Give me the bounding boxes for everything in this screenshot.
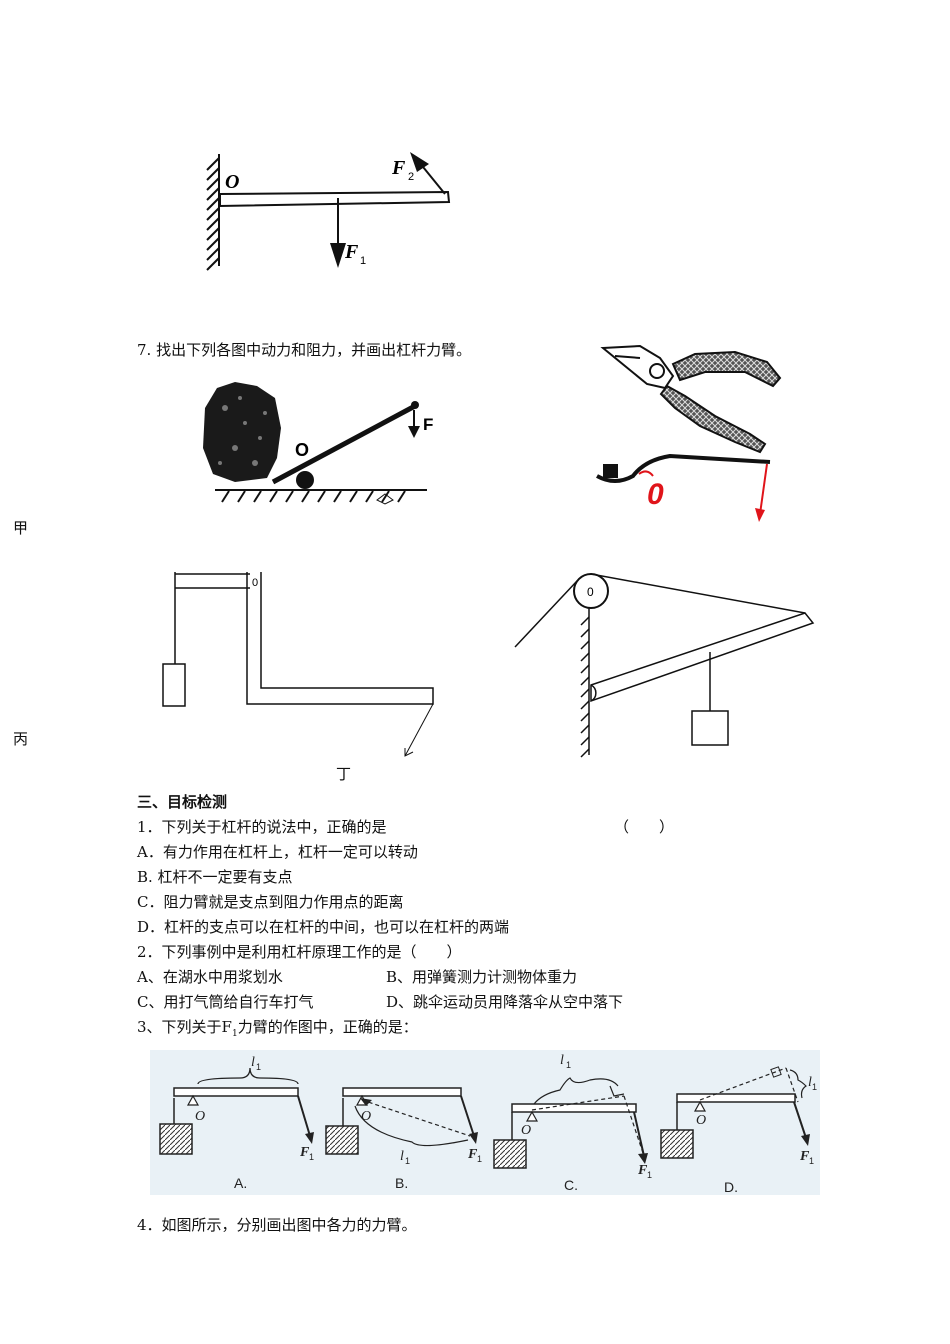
rock (203, 382, 281, 482)
label-f1-sub: 1 (360, 255, 366, 267)
force-f2-arrow (410, 152, 446, 195)
pliers-handle-upper (671, 350, 782, 388)
svg-text:O: O (521, 1123, 531, 1138)
inclined-lever (590, 612, 815, 703)
label-jia: 甲 (13, 519, 29, 537)
pliers-figure: 0 (596, 344, 782, 522)
svg-text:O: O (195, 1109, 205, 1124)
q3-figure: l 1 O F 1 A. l 1 O F 1 B. l 1 (150, 1050, 820, 1195)
q2-option-b: B、用弹簧测力计测物体重力 (386, 968, 578, 986)
l-shaped-lever (246, 572, 434, 705)
q1-option-c: C．阻力臂就是支点到阻力作用点的距离 (137, 893, 404, 911)
force-f1-arrow (330, 198, 346, 268)
label-o: O (225, 171, 239, 193)
force-arrow (404, 703, 434, 757)
label-ding: 丁 (336, 765, 352, 783)
q1-option-b: B. 杠杆不一定要有支点 (137, 868, 293, 886)
svg-text:1: 1 (405, 1156, 410, 1166)
ground (215, 489, 427, 503)
svg-text:F: F (467, 1147, 478, 1162)
label-bing: 丙 (13, 730, 29, 748)
panel-c: l 1 O F 1 C. (493, 1053, 652, 1193)
pliers-pivot (649, 363, 665, 379)
top-lever-figure: O F 2 F 1 (206, 152, 451, 271)
svg-text:l: l (808, 1075, 812, 1090)
q3-stem: 3、下列关于F1力臂的作图中，正确的是： (137, 1018, 418, 1039)
panel-b: l 1 O F 1 B. (325, 1087, 482, 1191)
q2-stem: 2．下列事例中是利用杠杆原理工作的是（ ） (137, 943, 462, 961)
panel-d: l 1 O F 1 D. (660, 1066, 817, 1195)
label-f2: F (391, 157, 406, 179)
rock-crowbar-figure: O F (203, 382, 433, 505)
weight-box (691, 710, 729, 746)
svg-text:O: O (696, 1113, 706, 1128)
q1-option-d: D．杠杆的支点可以在杠杆的中间，也可以在杠杆的两端 (137, 918, 510, 936)
red-force-arrow (755, 463, 768, 522)
hinge (590, 684, 597, 702)
label-f2-sub: 2 (408, 171, 414, 183)
label-o: O (295, 440, 309, 460)
svg-text:F: F (299, 1145, 310, 1160)
svg-text:1: 1 (812, 1082, 817, 1092)
q2-option-d: D、跳伞运动员用降落伞从空中落下 (386, 993, 624, 1011)
wall (206, 154, 220, 271)
q4-text: 4．如图所示，分别画出图中各力的力臂。 (137, 1216, 417, 1234)
q3-figure-bg (150, 1050, 820, 1195)
svg-text:F: F (799, 1149, 810, 1164)
crowbar-end (411, 401, 419, 409)
svg-text:O: O (361, 1109, 371, 1124)
svg-text:1: 1 (477, 1154, 482, 1164)
fulcrum-stone (296, 471, 314, 489)
svg-text:l: l (560, 1053, 564, 1068)
hanging-weight (162, 663, 186, 707)
pulley-label: 0 (587, 585, 594, 599)
lever-bar (219, 190, 451, 208)
q1-option-a: A．有力作用在杠杆上，杠杆一定可以转动 (137, 843, 418, 861)
svg-text:1: 1 (256, 1062, 261, 1072)
pliers-handle-lower (659, 384, 767, 454)
caption-c: C. (564, 1177, 578, 1193)
question-7-text: 7. 找出下列各图中动力和阻力，并画出杠杆力臂。 (137, 341, 472, 359)
crowbar (271, 403, 417, 485)
panel-a: l 1 O F 1 A. (159, 1055, 314, 1191)
section-heading: 三、目标检测 (137, 793, 228, 811)
svg-text:1: 1 (309, 1152, 314, 1162)
force-f-arrow (408, 410, 420, 438)
q1-stem: 1．下列关于杠杆的说法中，正确的是 (137, 818, 387, 836)
svg-text:l: l (400, 1149, 404, 1164)
caption-a: A. (234, 1175, 247, 1191)
pulley-lever-figure: 0 (514, 573, 815, 758)
l-lever-figure: 0 (162, 572, 434, 757)
caption-d: D. (724, 1179, 738, 1195)
block (603, 464, 618, 478)
svg-text:1: 1 (809, 1156, 814, 1166)
label-f: F (423, 415, 433, 434)
svg-text:F: F (637, 1163, 648, 1178)
pivot-label: 0 (252, 577, 258, 589)
q2-option-c: C、用打气筒给自行车打气 (137, 993, 314, 1011)
svg-text:1: 1 (566, 1060, 571, 1070)
bent-lever (596, 453, 771, 483)
caption-b: B. (395, 1175, 408, 1191)
label-o-red: 0 (647, 478, 664, 511)
rope-pull (514, 580, 578, 648)
rope-top (590, 573, 806, 614)
svg-text:1: 1 (647, 1170, 652, 1180)
svg-text:l: l (251, 1055, 255, 1070)
label-f1: F (344, 241, 359, 263)
wall (580, 607, 590, 758)
q2-option-a: A、在湖水中用浆划水 (137, 968, 283, 986)
q1-bracket: （ ） (614, 818, 675, 836)
